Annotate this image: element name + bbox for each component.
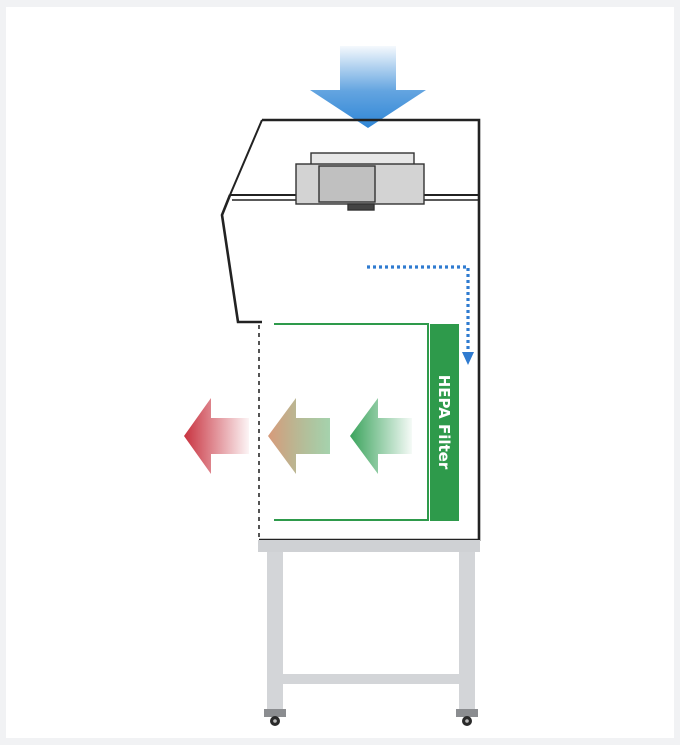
blower-fan-unit [295,152,425,211]
mixed-airflow-arrow-icon [268,398,330,474]
hepa-filter-label: HEPA Filter [435,375,453,470]
clean-airflow-arrow-icon [350,398,412,474]
hepa-filter [430,324,459,521]
caster-wheel-icon [270,716,280,726]
caster-wheel-icon [462,716,472,726]
support-stand [258,540,480,717]
recirculation-airflow-path [367,265,474,365]
exhaust-airflow-arrow-icon [184,398,249,474]
work-zone-outline [274,323,429,521]
intake-arrow-icon [310,46,426,128]
diagram-panel [6,7,674,738]
